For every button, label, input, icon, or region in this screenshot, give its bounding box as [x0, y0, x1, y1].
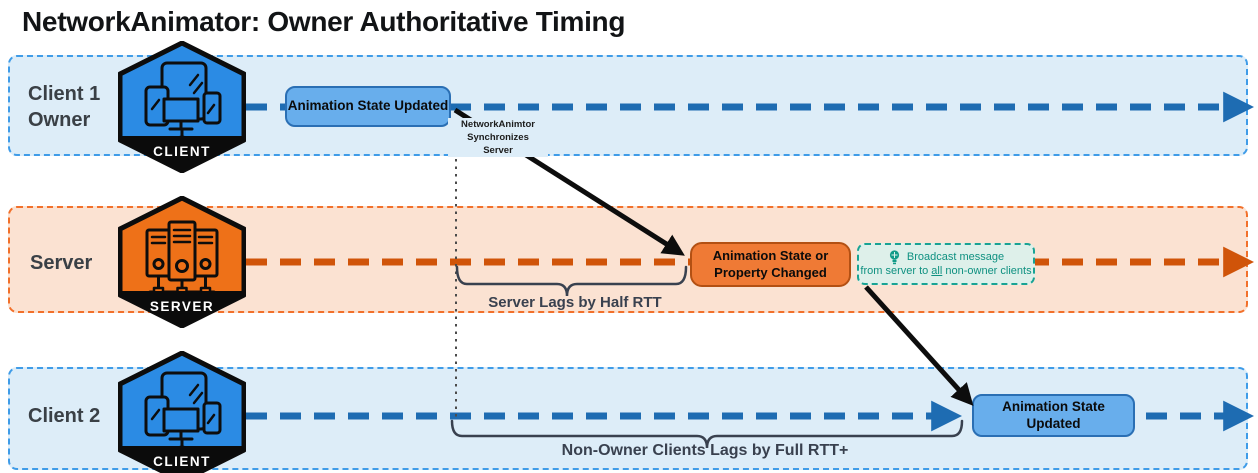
broadcast-all-emphasis: all — [931, 265, 943, 277]
event-box-server-property-changed: Animation State or Property Changed — [690, 242, 851, 287]
lane-label-client2: Client 2 — [28, 403, 100, 429]
client-devices-icon — [144, 371, 222, 461]
sync-note-line3: Server — [483, 145, 513, 156]
hexagon-badge-client1: CLIENT — [117, 40, 247, 174]
sync-note-line1: NetworkAnimtor — [461, 119, 535, 130]
badge-label-client1: CLIENT — [153, 144, 211, 159]
diagram-title: NetworkAnimator: Owner Authoritative Tim… — [22, 6, 626, 37]
event-box-client1-animation-state-updated: Animation State Updated — [285, 86, 451, 127]
lane-label-client1: Client 1 Owner — [28, 81, 100, 133]
badge-label-client2: CLIENT — [153, 454, 211, 469]
event-box-client2-animation-state-updated: Animation State Updated — [972, 394, 1135, 437]
badge-label-server: SERVER — [150, 299, 214, 314]
client-devices-icon — [144, 61, 222, 151]
server-lag-label: Server Lags by Half RTT — [488, 294, 662, 311]
event-box-client1-label: Animation State Updated — [287, 98, 449, 114]
event-box-server-line1: Animation State or — [712, 248, 829, 264]
sync-note: NetworkAnimtor Synchronizes Server — [448, 118, 548, 157]
lane-label-client2-line1: Client 2 — [28, 405, 101, 427]
event-box-client2-label: Animation State Updated — [1002, 398, 1105, 431]
lane-label-client1-line2: Owner — [28, 109, 91, 131]
lane-label-server: Server — [30, 250, 92, 276]
client-lag-label: Non-Owner Clients Lags by Full RTT+ — [561, 442, 849, 459]
lane-label-server-line1: Server — [30, 252, 93, 274]
hexagon-badge-server: SERVER — [117, 195, 247, 329]
broadcast-note-line2: from server to all non-owner clients — [860, 265, 1032, 277]
broadcast-note-line1: Broadcast message — [906, 251, 1005, 263]
hexagon-badge-client2: CLIENT — [117, 350, 247, 473]
broadcast-note: Broadcast message from server to all non… — [857, 243, 1035, 285]
sync-note-line2: Synchronizes — [467, 132, 529, 143]
lightbulb-icon — [889, 250, 899, 265]
lane-label-client1-line1: Client 1 — [28, 83, 101, 105]
server-racks-icon — [145, 220, 219, 299]
event-box-server-line2: Property Changed — [714, 264, 827, 280]
